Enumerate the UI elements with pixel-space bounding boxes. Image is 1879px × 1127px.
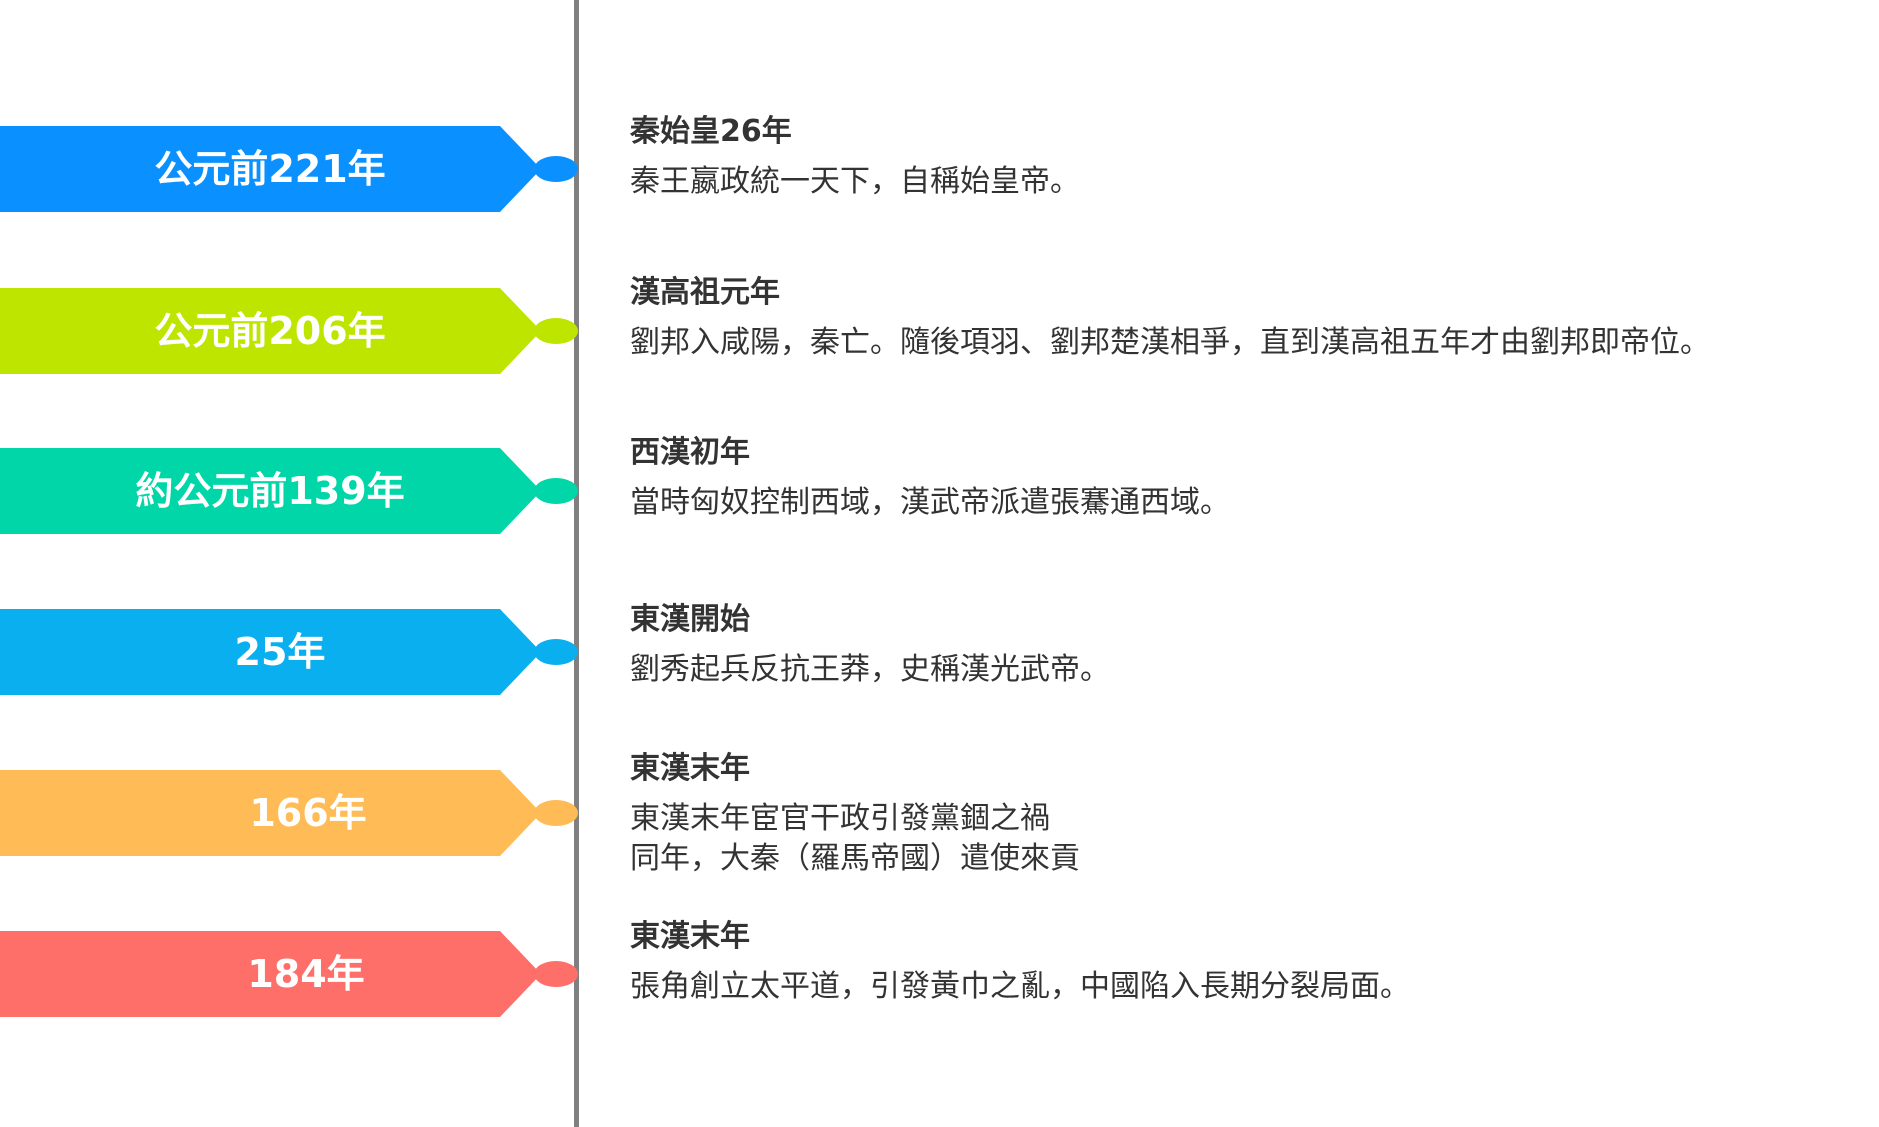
- timeline-event: 漢高祖元年劉邦入咸陽，秦亡。隨後項羽、劉邦楚漢相爭，直到漢高祖五年才由劉邦即帝位…: [630, 273, 1850, 363]
- banner-connector-dot: [534, 639, 578, 665]
- timeline-axis: [574, 0, 579, 1127]
- event-description: 當時匈奴控制西域，漢武帝派遣張騫通西域。: [630, 483, 1850, 523]
- banner-arrow: [0, 288, 541, 374]
- timeline-banner: 166年: [0, 770, 578, 856]
- event-description-line: 當時匈奴控制西域，漢武帝派遣張騫通西域。: [630, 485, 1230, 520]
- event-title: 秦始皇26年: [630, 114, 792, 149]
- banner-arrow: [0, 126, 541, 212]
- banner-arrow-shape: [0, 931, 578, 1017]
- event-title: 西漢初年: [630, 435, 750, 470]
- timeline-event: 西漢初年當時匈奴控制西域，漢武帝派遣張騫通西域。: [630, 433, 1850, 523]
- banner-date-label: 公元前221年: [154, 147, 386, 191]
- event-title: 東漢末年: [630, 919, 750, 954]
- banner-connector-dot: [534, 961, 578, 987]
- event-title: 東漢末年: [630, 751, 750, 786]
- banner-connector-dot: [534, 156, 578, 182]
- banner-date-label: 25年: [234, 630, 326, 674]
- event-description-line: 同年，大秦（羅馬帝國）遣使來貢: [630, 841, 1080, 876]
- banner-date-label: 184年: [247, 952, 365, 996]
- banner-arrow-shape: [0, 770, 578, 856]
- banner-arrow: [0, 448, 541, 534]
- timeline-banner: 公元前221年: [0, 126, 578, 212]
- event-description-line: 張角創立太平道，引發黃巾之亂，中國陷入長期分裂局面。: [630, 969, 1410, 1004]
- timeline-event: 東漢末年張角創立太平道，引發黃巾之亂，中國陷入長期分裂局面。: [630, 917, 1850, 1007]
- banner-arrow-shape: [0, 609, 578, 695]
- event-description: 東漢末年宦官干政引發黨錮之禍同年，大秦（羅馬帝國）遣使來貢: [630, 799, 1850, 879]
- event-description-line: 秦王嬴政統一天下，自稱始皇帝。: [630, 164, 1080, 199]
- banner-arrow-shape: [0, 288, 578, 374]
- timeline-banner: 約公元前139年: [0, 448, 578, 534]
- timeline-event: 秦始皇26年秦王嬴政統一天下，自稱始皇帝。: [630, 112, 1850, 202]
- timeline-banner: 25年: [0, 609, 578, 695]
- banner-arrow: [0, 609, 541, 695]
- banner-date-label: 公元前206年: [154, 309, 386, 353]
- banner-arrow-shape: [0, 448, 578, 534]
- timeline-event: 東漢末年東漢末年宦官干政引發黨錮之禍同年，大秦（羅馬帝國）遣使來貢: [630, 749, 1850, 879]
- banner-date-label: 約公元前139年: [135, 469, 405, 513]
- banner-arrow: [0, 770, 541, 856]
- timeline-event: 東漢開始劉秀起兵反抗王莽，史稱漢光武帝。: [630, 600, 1850, 690]
- banner-connector-dot: [534, 318, 578, 344]
- timeline-banner: 184年: [0, 931, 578, 1017]
- timeline-banner: 公元前206年: [0, 288, 578, 374]
- event-description-line: 東漢末年宦官干政引發黨錮之禍: [630, 801, 1050, 836]
- banner-arrow: [0, 931, 541, 1017]
- banner-connector-dot: [534, 800, 578, 826]
- event-description: 劉邦入咸陽，秦亡。隨後項羽、劉邦楚漢相爭，直到漢高祖五年才由劉邦即帝位。: [630, 323, 1850, 363]
- event-description-line: 劉秀起兵反抗王莽，史稱漢光武帝。: [630, 652, 1110, 687]
- event-title: 東漢開始: [630, 602, 750, 637]
- banner-connector-dot: [534, 478, 578, 504]
- event-title: 漢高祖元年: [630, 275, 780, 310]
- event-description: 秦王嬴政統一天下，自稱始皇帝。: [630, 162, 1850, 202]
- event-description: 劉秀起兵反抗王莽，史稱漢光武帝。: [630, 650, 1850, 690]
- banner-date-label: 166年: [249, 791, 367, 835]
- event-description: 張角創立太平道，引發黃巾之亂，中國陷入長期分裂局面。: [630, 967, 1850, 1007]
- event-description-line: 劉邦入咸陽，秦亡。隨後項羽、劉邦楚漢相爭，直到漢高祖五年才由劉邦即帝位。: [630, 325, 1710, 360]
- banner-arrow-shape: [0, 126, 578, 212]
